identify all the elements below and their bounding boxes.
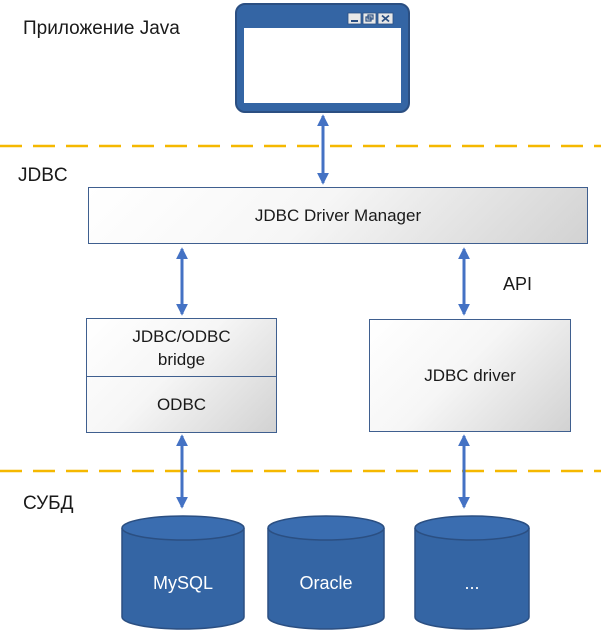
window-restore-icon xyxy=(362,12,377,25)
bridge-odbc-box: JDBC/ODBC bridge ODBC xyxy=(86,318,277,433)
jdbc-layer-label: JDBC xyxy=(18,165,68,186)
database-cylinder-mysql xyxy=(121,515,245,630)
application-window-icon xyxy=(235,3,410,113)
window-minimize-icon xyxy=(347,12,362,25)
jdbc-driver-box: JDBC driver xyxy=(369,319,571,432)
database-cylinder-other xyxy=(414,515,530,630)
database-cylinder-oracle xyxy=(267,515,385,630)
bridge-section: JDBC/ODBC bridge xyxy=(87,319,276,377)
window-close-icon xyxy=(377,12,394,25)
odbc-label: ODBC xyxy=(156,394,207,414)
dbms-layer-label: СУБД xyxy=(23,493,74,514)
database-label-mysql: MySQL xyxy=(152,573,213,593)
driver-manager-box: JDBC Driver Manager xyxy=(88,187,588,244)
api-label: API xyxy=(503,274,533,294)
java-app-layer-label: Приложение Java xyxy=(23,18,180,39)
jdbc-driver-label: JDBC driver xyxy=(424,365,516,385)
odbc-section: ODBC xyxy=(87,377,276,432)
bridge-label: JDBC/ODBC bridge xyxy=(132,326,231,369)
database-label-oracle: Oracle xyxy=(299,573,353,593)
database-label-other: ... xyxy=(464,573,480,593)
driver-manager-label: JDBC Driver Manager xyxy=(254,205,422,225)
